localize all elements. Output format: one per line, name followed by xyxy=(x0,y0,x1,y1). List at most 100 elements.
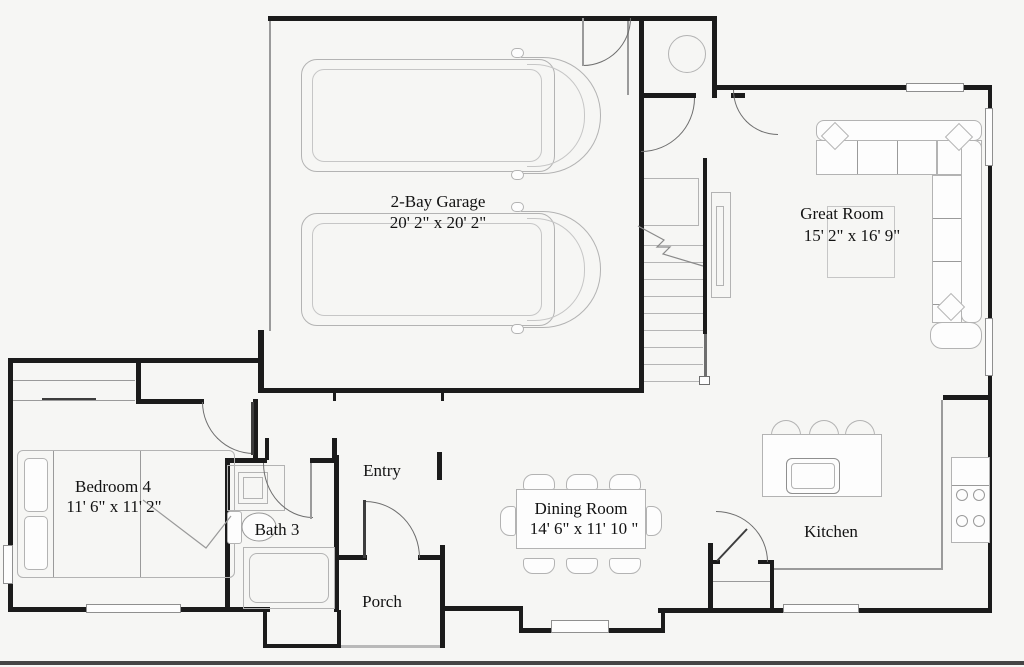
car-interior xyxy=(312,69,542,162)
range xyxy=(951,457,990,543)
window xyxy=(985,318,993,376)
dining-chair xyxy=(646,506,662,536)
range-line xyxy=(952,485,989,486)
car-mirror xyxy=(511,202,524,212)
dining-chair xyxy=(523,558,555,574)
window xyxy=(551,620,609,633)
wall xyxy=(661,608,665,633)
car-mirror xyxy=(511,48,524,58)
dining-chair xyxy=(566,474,598,490)
wall xyxy=(310,458,338,463)
bed-sheet-line xyxy=(140,451,141,577)
wall xyxy=(140,399,204,404)
burner xyxy=(973,489,985,501)
garage-dims: 20' 2" x 20' 2" xyxy=(389,213,487,232)
kitchen-island xyxy=(762,434,882,497)
counter-edge-right xyxy=(941,400,943,570)
wall xyxy=(268,16,716,21)
wall xyxy=(263,644,341,648)
toilet-tank xyxy=(227,511,242,544)
wall xyxy=(708,543,713,610)
stair-tread xyxy=(641,279,703,280)
car-mirror xyxy=(511,324,524,334)
wall xyxy=(758,560,774,564)
bed-pillow xyxy=(24,458,48,512)
counter-edge-bottom xyxy=(773,568,943,570)
image-bottom-edge xyxy=(0,661,1024,665)
wall-tick xyxy=(333,390,336,401)
bedroom4-label: Bedroom 4 xyxy=(74,477,152,496)
island-sink-inner xyxy=(791,463,835,489)
sofa-cushion-line xyxy=(933,218,961,219)
wall xyxy=(418,555,445,560)
stair-tread xyxy=(641,347,703,348)
stair-landing xyxy=(641,178,699,226)
mech-closet-left-wall xyxy=(627,21,629,95)
hall-door-arc xyxy=(641,98,695,152)
dining-chair xyxy=(500,506,516,536)
dining-label: Dining Room xyxy=(534,499,628,518)
wall xyxy=(253,399,258,458)
wall xyxy=(770,560,774,610)
sofa-cushion-line xyxy=(857,141,858,174)
bedroom-door-arc xyxy=(202,402,254,454)
wall xyxy=(265,438,269,460)
burner xyxy=(956,489,968,501)
pantry-shelf xyxy=(713,581,770,582)
window xyxy=(86,604,181,613)
bath3-label: Bath 3 xyxy=(254,520,300,539)
burner xyxy=(973,515,985,527)
wall xyxy=(337,610,341,648)
coffee-table xyxy=(827,206,895,278)
car-mirror xyxy=(511,170,524,180)
wall xyxy=(703,158,707,334)
wall xyxy=(440,545,445,648)
entry-label: Entry xyxy=(363,461,401,480)
wall xyxy=(639,16,644,390)
wall xyxy=(519,606,523,633)
porch-label: Porch xyxy=(362,592,402,611)
stair-tread xyxy=(641,313,703,314)
wall-tick xyxy=(441,390,444,401)
wall xyxy=(640,93,696,98)
water-heater xyxy=(668,35,706,73)
burner xyxy=(956,515,968,527)
wall xyxy=(943,395,992,400)
stair-tread xyxy=(641,245,703,246)
car-interior xyxy=(312,223,542,316)
great-room-dims: 15' 2" x 16' 9" xyxy=(803,226,901,245)
stair-railing xyxy=(704,334,707,378)
stair-tread xyxy=(641,364,703,365)
bar-stool xyxy=(845,420,875,435)
shower-pan xyxy=(249,553,329,603)
dining-table xyxy=(516,489,646,549)
stair-break-line xyxy=(637,225,704,267)
bath-sink-inner xyxy=(243,477,263,499)
window xyxy=(3,545,13,584)
wall xyxy=(443,606,523,611)
wall xyxy=(712,16,717,98)
wall xyxy=(258,388,644,393)
wall xyxy=(712,85,992,90)
garage-label: 2-Bay Garage xyxy=(390,192,486,211)
stair-tread xyxy=(641,262,703,263)
window xyxy=(783,604,859,613)
stair-tread xyxy=(641,381,703,382)
pantry-door-arc xyxy=(716,511,768,562)
front-door-leaf xyxy=(363,500,366,558)
shower xyxy=(243,547,335,609)
dining-chair xyxy=(609,558,641,574)
wall xyxy=(136,358,141,404)
window xyxy=(985,108,993,166)
wall xyxy=(225,458,267,463)
car-body xyxy=(301,213,555,326)
closet-front-line xyxy=(13,400,135,401)
sofa-back xyxy=(961,140,982,323)
wall xyxy=(263,610,267,648)
stair-newel-post xyxy=(699,376,710,385)
garage-door-leaf xyxy=(582,18,584,66)
front-door-arc xyxy=(365,501,420,558)
sofa-cushion-line xyxy=(897,141,898,174)
kitchen-label: Kitchen xyxy=(804,522,858,541)
